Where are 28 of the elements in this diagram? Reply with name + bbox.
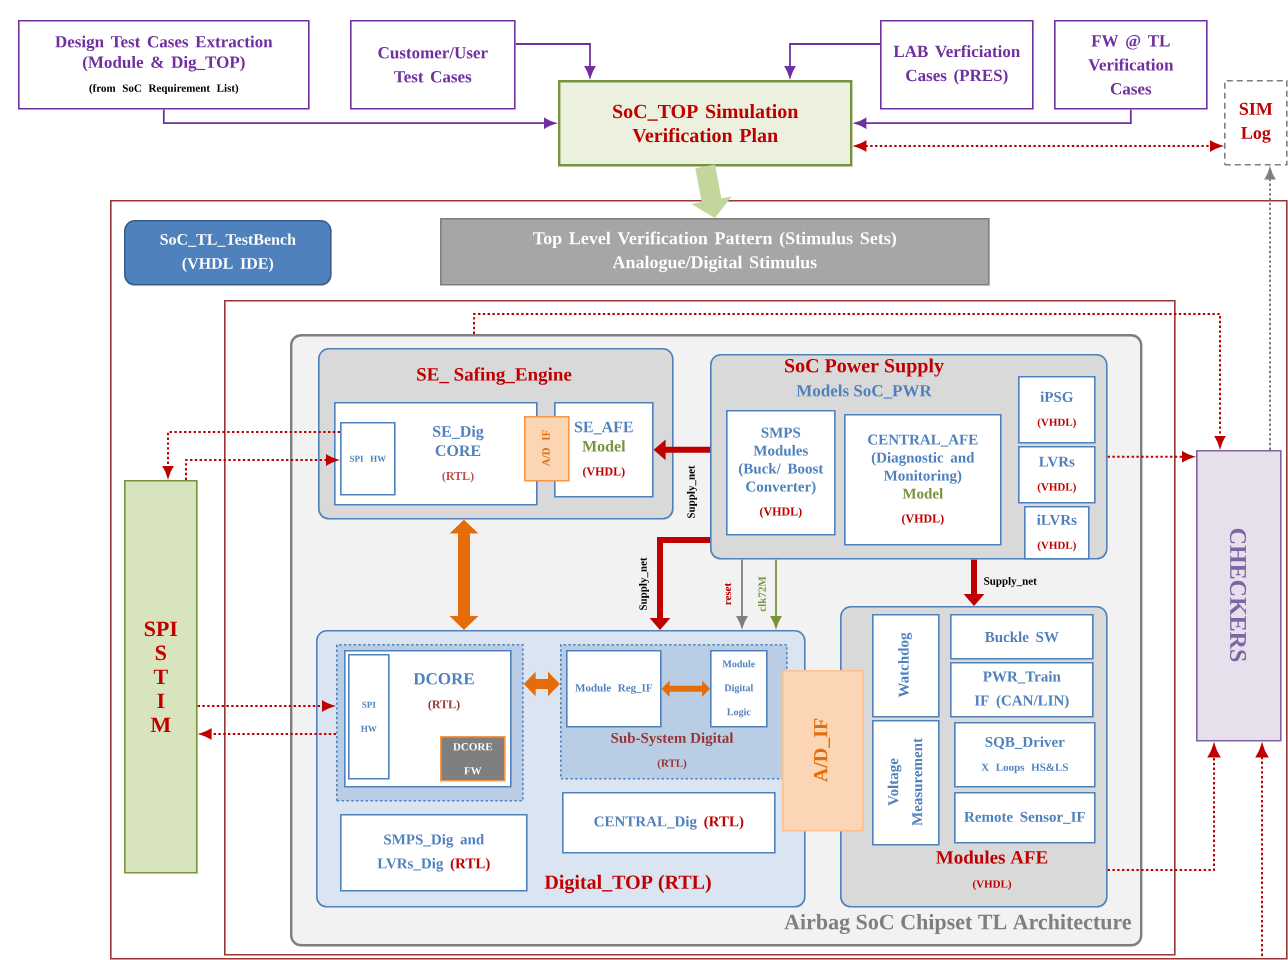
- dotted-arrow: [1264, 168, 1276, 451]
- arrow: [784, 43, 881, 78]
- checker-block: CHECKERS: [1196, 450, 1282, 742]
- arrow: [514, 43, 596, 78]
- arrow: [854, 108, 1132, 129]
- arrow: [736, 558, 748, 628]
- interface-block: A/D_IF: [782, 670, 864, 832]
- testbench-frame: [110, 200, 1288, 960]
- dotted-arrow: [200, 728, 337, 740]
- dotted-arrow: [1106, 744, 1221, 871]
- stimulus-bar: Top Level Verification Pattern (Stimulus Sets) Analogue/Digital Stimulus: [440, 218, 990, 286]
- input-box: LAB Verficiation Cases (PRES): [880, 20, 1034, 110]
- dotted-arrow: [162, 431, 341, 478]
- dotted-arrow: [473, 313, 1226, 448]
- arrow: [770, 558, 782, 628]
- arrow: [162, 108, 556, 129]
- dotted-arrow: [1106, 451, 1194, 462]
- stimulus-block: SPI S T I M: [124, 480, 198, 874]
- input-box: Customer/User Test Cases: [350, 20, 516, 110]
- label-box: SoC_TL_TestBench (VHDL IDE): [124, 220, 332, 286]
- log-box: SIM Log: [1224, 80, 1288, 166]
- inner-frame: [224, 300, 1176, 956]
- dotted-arrow: [855, 140, 1222, 152]
- dotted-arrow: [1255, 744, 1269, 957]
- plan-box: SoC_TOP Simulation Verification Plan: [558, 80, 853, 167]
- dotted-arrow: [196, 700, 334, 712]
- input-box: FW @ TL Verification Cases: [1054, 20, 1208, 110]
- dotted-arrow: [185, 454, 338, 481]
